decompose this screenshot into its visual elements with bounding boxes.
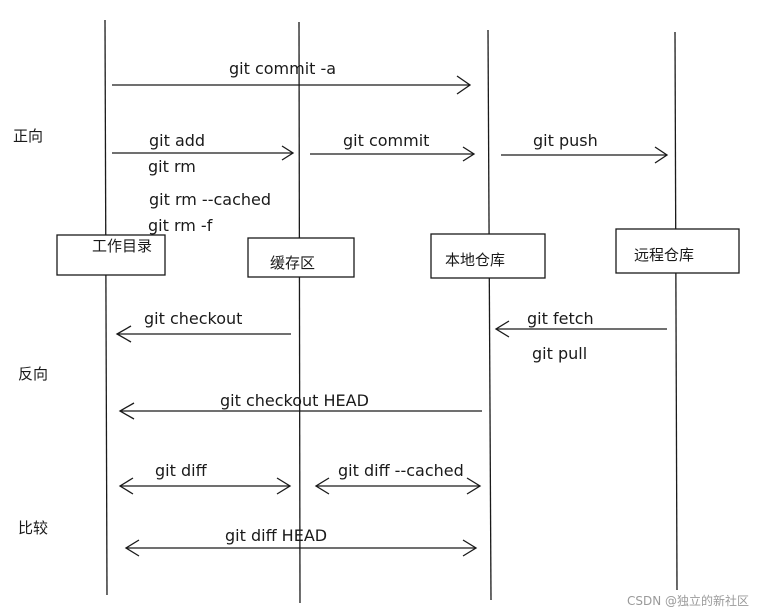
node-box-staging (247, 237, 355, 278)
arrowhead-diff-head-right (462, 539, 478, 557)
label-rm-cached: git rm --cached (149, 190, 271, 209)
arrowhead-commit-a (456, 75, 472, 95)
node-label-local-repo: 本地仓库 (445, 251, 505, 269)
section-label-forward: 正向 (13, 127, 43, 145)
arrowhead-diff-head-left (124, 539, 140, 557)
label-commit-a: git commit -a (229, 59, 336, 78)
node-label-staging: 缓存区 (270, 254, 315, 272)
label-rm: git rm (148, 157, 196, 176)
arrowhead-add (281, 145, 295, 161)
lifeline-workdir (104, 19, 108, 596)
node-box-local-repo (430, 233, 546, 279)
node-label-workdir: 工作目录 (92, 237, 152, 255)
node-box-workdir (56, 234, 166, 276)
node-label-remote-repo: 远程仓库 (634, 246, 694, 264)
arrowhead-diff-right (276, 477, 292, 495)
lifeline-remote-repo (674, 31, 678, 591)
arrowhead-diff-cached-right (466, 477, 482, 495)
label-checkout-head: git checkout HEAD (220, 391, 369, 410)
node-box-remote-repo (615, 228, 740, 274)
lifeline-staging (298, 21, 301, 604)
label-fetch: git fetch (527, 309, 594, 328)
watermark: CSDN @独立的新社区 (627, 593, 749, 608)
label-rm-f: git rm -f (148, 216, 213, 235)
arrowhead-checkout-head (118, 402, 135, 420)
arrowhead-fetch (494, 320, 510, 338)
label-diff-cached: git diff --cached (338, 461, 464, 480)
label-add: git add (149, 131, 205, 150)
label-pull: git pull (532, 344, 587, 363)
arrowhead-checkout (115, 325, 132, 343)
arrowhead-push (654, 146, 669, 164)
label-diff: git diff (155, 461, 208, 480)
label-commit: git commit (343, 131, 429, 150)
label-diff-head: git diff HEAD (225, 526, 327, 545)
arrowhead-diff-left (118, 477, 134, 495)
lifeline-local-repo (487, 29, 492, 601)
section-label-reverse: 反向 (18, 365, 48, 383)
section-label-compare: 比较 (18, 519, 48, 537)
label-push: git push (533, 131, 598, 150)
arrowhead-diff-cached-left (314, 477, 330, 495)
label-checkout: git checkout (144, 309, 242, 328)
arrowhead-commit (462, 146, 476, 162)
